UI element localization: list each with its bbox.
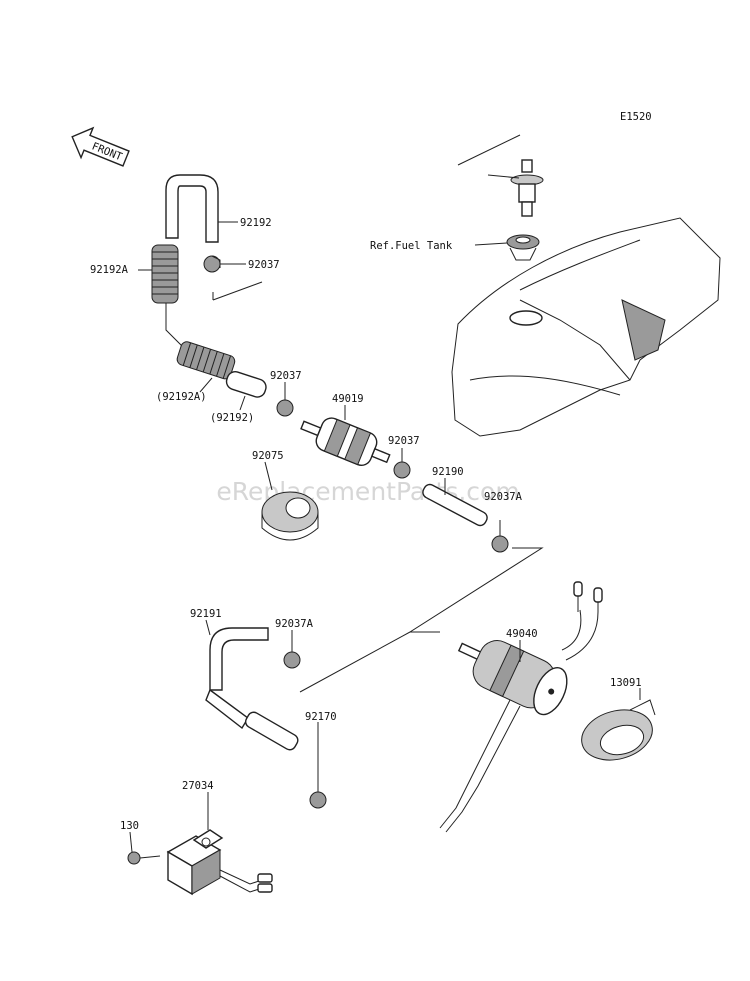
clamp-92037-mid bbox=[276, 399, 294, 417]
fuel-tank bbox=[451, 217, 721, 437]
label-92037A-left: 92037A bbox=[275, 618, 314, 630]
label-92192-paren: (92192) bbox=[210, 412, 254, 424]
hose-92192-short bbox=[225, 370, 267, 398]
label-92037A-right: 92037A bbox=[484, 491, 523, 503]
bolt-130 bbox=[127, 851, 161, 865]
label-92192A: 92192A bbox=[90, 264, 129, 276]
filter-holder-92075 bbox=[261, 491, 319, 541]
hose-92191-extension bbox=[244, 711, 299, 751]
label-13091: 13091 bbox=[610, 677, 642, 689]
fuel-pump-49040 bbox=[457, 640, 568, 716]
spring-92192A-lower bbox=[176, 341, 236, 380]
hose-92191 bbox=[205, 627, 269, 730]
fuel-filter-49019 bbox=[300, 417, 391, 466]
label-92037-top: 92037 bbox=[248, 259, 280, 271]
fuel-cap-breather bbox=[510, 159, 544, 217]
clamp-92037-top bbox=[203, 255, 221, 273]
pump-strap-13091 bbox=[581, 699, 656, 761]
label-92190: 92190 bbox=[432, 466, 464, 478]
wire-connector-1 bbox=[573, 581, 583, 597]
spring-92192A bbox=[151, 244, 179, 304]
relay-27034 bbox=[166, 829, 273, 896]
hose-92192-upper bbox=[165, 174, 219, 243]
watermark: eReplacementParts.com bbox=[216, 477, 519, 506]
label-92037-right: 92037 bbox=[388, 435, 420, 447]
clamp-92037A-left bbox=[283, 651, 301, 669]
fuel-cap-grommet bbox=[506, 234, 540, 261]
label-92075: 92075 bbox=[252, 450, 284, 462]
label-49040: 49040 bbox=[506, 628, 538, 640]
label-130: 130 bbox=[120, 820, 139, 832]
clamp-92170 bbox=[309, 791, 327, 809]
diagram-code: E1520 bbox=[620, 111, 652, 123]
label-92037-mid: 92037 bbox=[270, 370, 302, 382]
label-49019: 49019 bbox=[332, 393, 364, 405]
label-ref-fuel-tank: Ref.Fuel Tank bbox=[370, 240, 453, 252]
label-92192: 92192 bbox=[240, 217, 272, 229]
front-arrow-icon: FRONT bbox=[71, 126, 130, 167]
hose-92190 bbox=[422, 483, 488, 527]
label-92192A-paren: (92192A) bbox=[156, 391, 207, 403]
label-92191: 92191 bbox=[190, 608, 222, 620]
label-27034: 27034 bbox=[182, 780, 214, 792]
clamp-92037-right bbox=[393, 461, 411, 479]
label-92170: 92170 bbox=[305, 711, 337, 723]
clamp-92037A-right bbox=[491, 535, 509, 553]
wire-connector-2 bbox=[593, 587, 603, 603]
